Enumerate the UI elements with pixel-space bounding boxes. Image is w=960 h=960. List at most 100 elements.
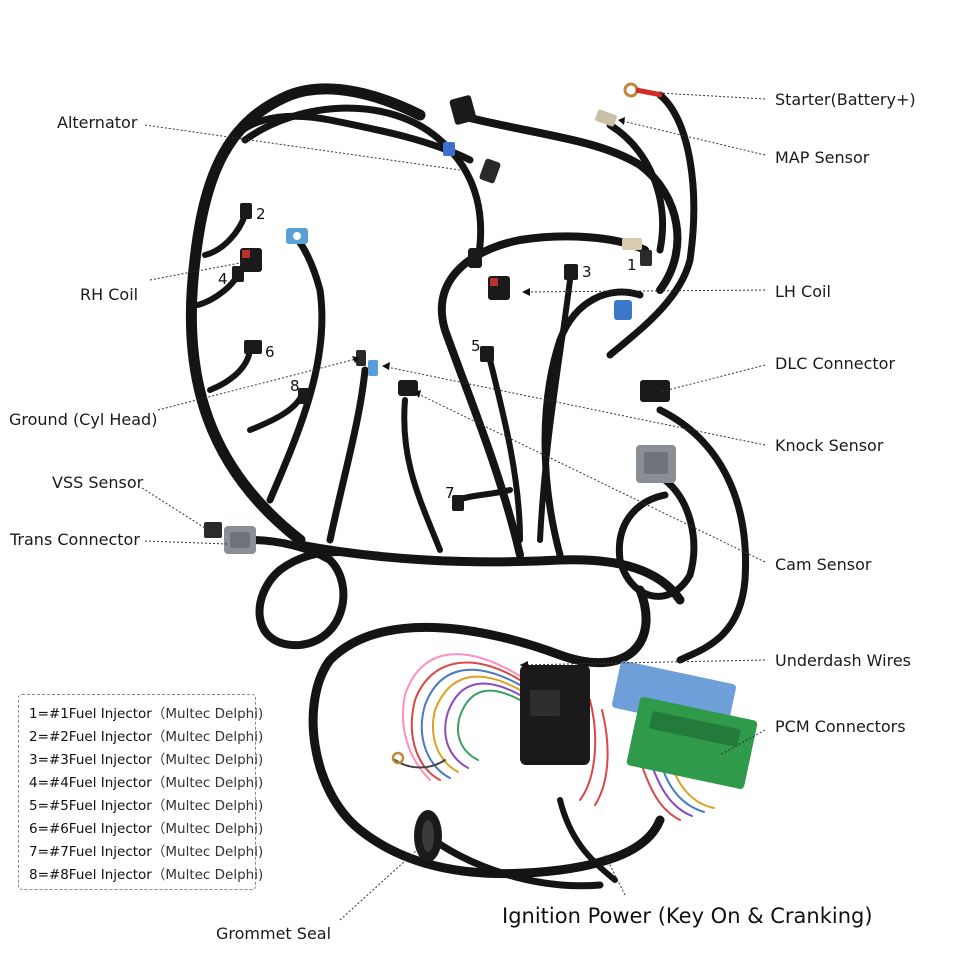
label-rh-coil: RH Coil bbox=[80, 285, 138, 304]
underdash-leader bbox=[519, 659, 766, 666]
injector-legend: 1=#1Fuel Injector（Multec Delphi) 2=#2Fue… bbox=[18, 694, 263, 890]
ground-leader bbox=[157, 357, 361, 411]
alternator-connector bbox=[449, 95, 477, 125]
inj2-branch-wire bbox=[202, 212, 248, 258]
underdash-wire-bundle bbox=[394, 653, 609, 806]
inj5-connector bbox=[480, 346, 494, 362]
rh-coil-leader bbox=[149, 261, 246, 281]
lh-blue-connector bbox=[614, 300, 632, 320]
inj6-connector bbox=[244, 340, 262, 354]
main-left-trunk bbox=[185, 83, 426, 546]
injector-number-3: 3 bbox=[582, 263, 592, 281]
bottom-loop-wire bbox=[308, 585, 665, 879]
legend-item-main: 4=#4Fuel Injector bbox=[29, 775, 152, 791]
knock-leader bbox=[381, 365, 766, 446]
label-ignition-power: Ignition Power (Key On & Cranking) bbox=[502, 904, 873, 928]
alternator-plug bbox=[479, 158, 501, 184]
legend-item-main: 7=#7Fuel Injector bbox=[29, 844, 152, 860]
label-ground-cyl-head: Ground (Cyl Head) bbox=[9, 410, 157, 429]
legend-item-main: 1=#1Fuel Injector bbox=[29, 706, 152, 722]
relay bbox=[530, 690, 560, 716]
cam-branch-wire bbox=[401, 397, 443, 553]
starter-leader bbox=[659, 92, 766, 100]
top-branch-wire bbox=[466, 114, 682, 294]
lh-coil-branch-wire bbox=[541, 288, 644, 559]
starter-branch-wire bbox=[606, 91, 698, 359]
label-dlc-connector: DLC Connector bbox=[775, 354, 895, 373]
callout-labels: Alternator RH Coil Ground (Cyl Head) VSS… bbox=[9, 90, 916, 943]
legend-item-main: 5=#5Fuel Injector bbox=[29, 798, 152, 814]
legend-item-main: 3=#3Fuel Injector bbox=[29, 752, 152, 768]
legend-item-sub: （Multec Delphi) bbox=[151, 752, 264, 768]
label-knock-sensor: Knock Sensor bbox=[775, 436, 884, 455]
pcm-leader bbox=[719, 729, 766, 756]
grommet-seal-inner bbox=[422, 820, 434, 852]
knock-arrowhead bbox=[382, 362, 390, 370]
lh-coil-arrowhead bbox=[522, 288, 530, 296]
dlc-connector bbox=[640, 380, 670, 402]
legend-item: 3=#3Fuel Injector（Multec Delphi) bbox=[29, 749, 263, 772]
knock-grey-face bbox=[644, 452, 668, 474]
legend-item: 5=#5Fuel Injector（Multec Delphi) bbox=[29, 795, 263, 818]
injector-number-5: 5 bbox=[471, 337, 481, 355]
ground-arrowhead bbox=[352, 356, 360, 363]
legend-item: 8=#8Fuel Injector（Multec Delphi) bbox=[29, 864, 263, 887]
trans-connector-face bbox=[230, 532, 250, 548]
legend-item: 4=#4Fuel Injector（Multec Delphi) bbox=[29, 772, 263, 795]
inj3-branch-wire bbox=[537, 277, 573, 543]
rh-upper-connector bbox=[468, 248, 482, 268]
injector-number-1: 1 bbox=[627, 256, 637, 274]
inj6-branch-wire bbox=[207, 347, 253, 393]
starter-ring-terminal bbox=[623, 82, 639, 98]
grommet-leader bbox=[339, 839, 429, 921]
legend-item-main: 8=#8Fuel Injector bbox=[29, 867, 152, 883]
label-starter-battery: Starter(Battery+) bbox=[775, 90, 916, 109]
label-pcm-connectors: PCM Connectors bbox=[775, 717, 906, 736]
lh-loop-wire bbox=[437, 232, 649, 559]
lh-coil-leader bbox=[521, 289, 766, 293]
ignition-leader bbox=[604, 854, 626, 896]
legend-item-sub: （Multec Delphi) bbox=[151, 729, 264, 745]
legend-item-sub: （Multec Delphi) bbox=[151, 706, 264, 722]
label-cam-sensor: Cam Sensor bbox=[775, 555, 872, 574]
ground-connector-pin bbox=[293, 232, 301, 240]
underdash-ring-terminal bbox=[391, 751, 405, 765]
ground-branch-wire bbox=[266, 236, 326, 504]
knock-sensor-connector-a bbox=[356, 350, 366, 366]
legend-item-sub: （Multec Delphi) bbox=[151, 775, 264, 791]
injector-number-tags: 1 2 3 4 5 6 7 8 bbox=[218, 205, 637, 502]
injector-number-6: 6 bbox=[265, 343, 275, 361]
inj1-plug bbox=[640, 250, 652, 266]
legend-item-sub: （Multec Delphi) bbox=[151, 798, 264, 814]
inj5-branch-wire bbox=[487, 357, 523, 543]
injector-number-7: 7 bbox=[445, 484, 455, 502]
inj1-connector bbox=[622, 238, 642, 250]
inj2-connector bbox=[240, 203, 252, 219]
legend-item: 7=#7Fuel Injector（Multec Delphi) bbox=[29, 841, 263, 864]
vss-connector bbox=[204, 522, 222, 538]
underdash-arrowhead bbox=[520, 661, 528, 669]
knock-branch-wire bbox=[326, 366, 369, 544]
cam-leader bbox=[413, 391, 766, 563]
map-leader bbox=[617, 119, 766, 156]
inj7-connector bbox=[452, 495, 464, 511]
label-map-sensor: MAP Sensor bbox=[775, 148, 870, 167]
starter-red-lead bbox=[635, 87, 663, 98]
map-arrowhead bbox=[618, 117, 625, 125]
injector-number-2: 2 bbox=[256, 205, 266, 223]
label-underdash-wires: Underdash Wires bbox=[775, 651, 911, 670]
dlc-branch-wire bbox=[656, 406, 750, 664]
label-lh-coil: LH Coil bbox=[775, 282, 831, 301]
label-vss-sensor: VSS Sensor bbox=[52, 473, 144, 492]
ignition-wire bbox=[557, 797, 618, 883]
legend-item-sub: （Multec Delphi) bbox=[151, 867, 264, 883]
cam-sensor-connector bbox=[398, 380, 418, 396]
map-sensor-connector bbox=[595, 109, 617, 127]
legend-item-main: 2=#2Fuel Injector bbox=[29, 729, 152, 745]
injector-number-4: 4 bbox=[218, 270, 228, 288]
map-branch-wire bbox=[606, 121, 667, 254]
label-alternator: Alternator bbox=[57, 113, 138, 132]
inj8-connector bbox=[298, 388, 310, 404]
